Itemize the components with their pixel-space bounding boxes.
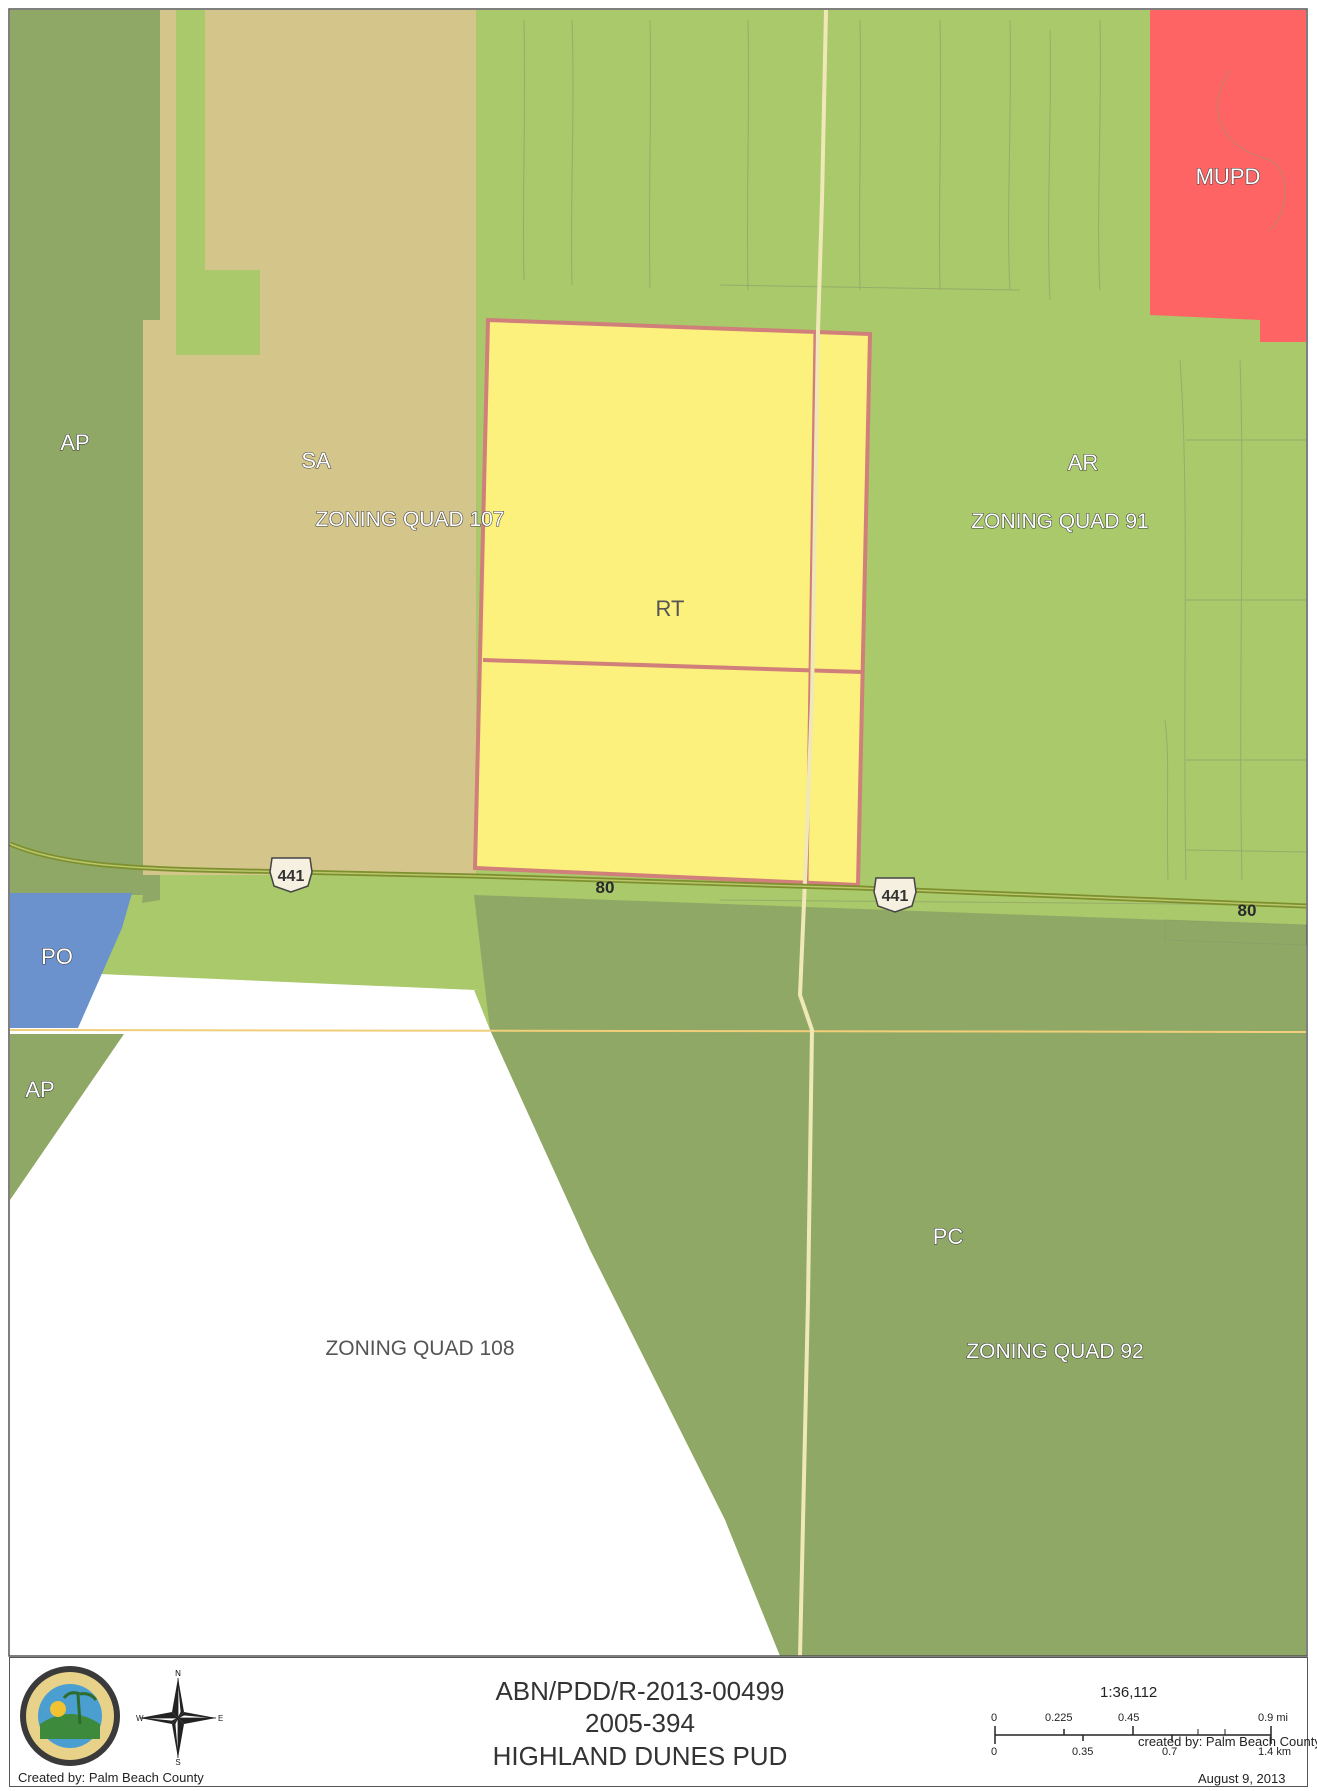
quad-label-107: ZONING QUAD 107 xyxy=(315,508,504,531)
created-by-right: created by: Palm Beach County xyxy=(1138,1734,1317,1749)
compass-rose-icon: N W E S xyxy=(136,1669,223,1766)
compass-n: N xyxy=(175,1669,181,1678)
us-441-shield-2: 441 xyxy=(873,877,917,913)
zone-ap-south[interactable] xyxy=(10,1034,124,1200)
map-frame xyxy=(9,9,1307,1657)
quad-label-108: ZONING QUAD 108 xyxy=(325,1337,514,1360)
quad-label-91: ZONING QUAD 91 xyxy=(971,510,1148,533)
scale-bar xyxy=(994,1726,1272,1744)
created-by-left: Created by: Palm Beach County xyxy=(18,1770,204,1785)
quad-label-92: ZONING QUAD 92 xyxy=(966,1340,1143,1363)
rt-interior-line xyxy=(482,658,863,674)
compass-s: S xyxy=(175,1758,180,1766)
scale-mi-1: 0.225 xyxy=(1045,1712,1073,1724)
resolution-number: 2005-394 xyxy=(585,1708,695,1738)
map-footer: N W E S Created by: Palm Beach County AB… xyxy=(9,1657,1317,1787)
sa-green-notch xyxy=(176,10,260,355)
scale-km-3: 1.4 km xyxy=(1258,1746,1292,1758)
scale-km-0: 0 xyxy=(991,1746,998,1758)
section-line-vertical xyxy=(797,9,828,1657)
zone-po[interactable] xyxy=(10,893,132,1028)
zone-pc-area[interactable] xyxy=(474,895,1306,1656)
zone-label-sa: SA xyxy=(301,448,331,473)
scale-km-1: 0.35 xyxy=(1072,1746,1094,1758)
svg-text:441: 441 xyxy=(882,888,909,905)
road-sr80-inner xyxy=(9,843,1307,907)
zone-sa[interactable] xyxy=(143,10,476,875)
zone-label-ap-west: AP xyxy=(60,430,89,455)
zone-label-po: PO xyxy=(41,944,73,969)
zone-ap-west[interactable] xyxy=(10,10,160,903)
us-441-shield-1: 441 xyxy=(269,857,313,893)
map-date: August 9, 2013 xyxy=(1198,1771,1286,1786)
section-line-horizontal xyxy=(9,1029,1307,1033)
zone-mupd[interactable] xyxy=(1150,10,1306,342)
map-border xyxy=(8,8,1308,1657)
scale-mi-0: 0 xyxy=(991,1712,998,1724)
zone-unzoned-area[interactable] xyxy=(10,990,778,1656)
zone-label-pc: PC xyxy=(933,1224,964,1249)
compass-w: W xyxy=(136,1714,144,1723)
scale-km-2: 0.7 xyxy=(1162,1746,1178,1758)
sa-green-notch-2 xyxy=(176,320,260,355)
scale-mi-3: 0.9 mi xyxy=(1258,1712,1288,1724)
sr-80-label-2: 80 xyxy=(1238,901,1257,920)
svg-text:441: 441 xyxy=(278,868,305,885)
scale-mi-2: 0.45 xyxy=(1118,1712,1140,1724)
zone-label-mupd: MUPD xyxy=(1196,164,1261,189)
compass-e: E xyxy=(218,1714,223,1723)
sr-80-label-1: 80 xyxy=(596,878,615,897)
zone-label-ap-south: AP xyxy=(25,1077,54,1102)
county-seal-icon xyxy=(20,1666,120,1766)
south-light-strip xyxy=(98,895,474,990)
zone-rt-parcel[interactable] xyxy=(472,317,873,888)
south-white-gap xyxy=(10,974,490,1030)
scale-ratio: 1:36,112 xyxy=(1100,1684,1158,1701)
project-name: HIGHLAND DUNES PUD xyxy=(492,1741,788,1771)
zone-label-ar: AR xyxy=(1068,450,1099,475)
petition-number: ABN/PDD/R-2013-00499 xyxy=(495,1676,785,1706)
zone-label-rt: RT xyxy=(656,596,685,621)
